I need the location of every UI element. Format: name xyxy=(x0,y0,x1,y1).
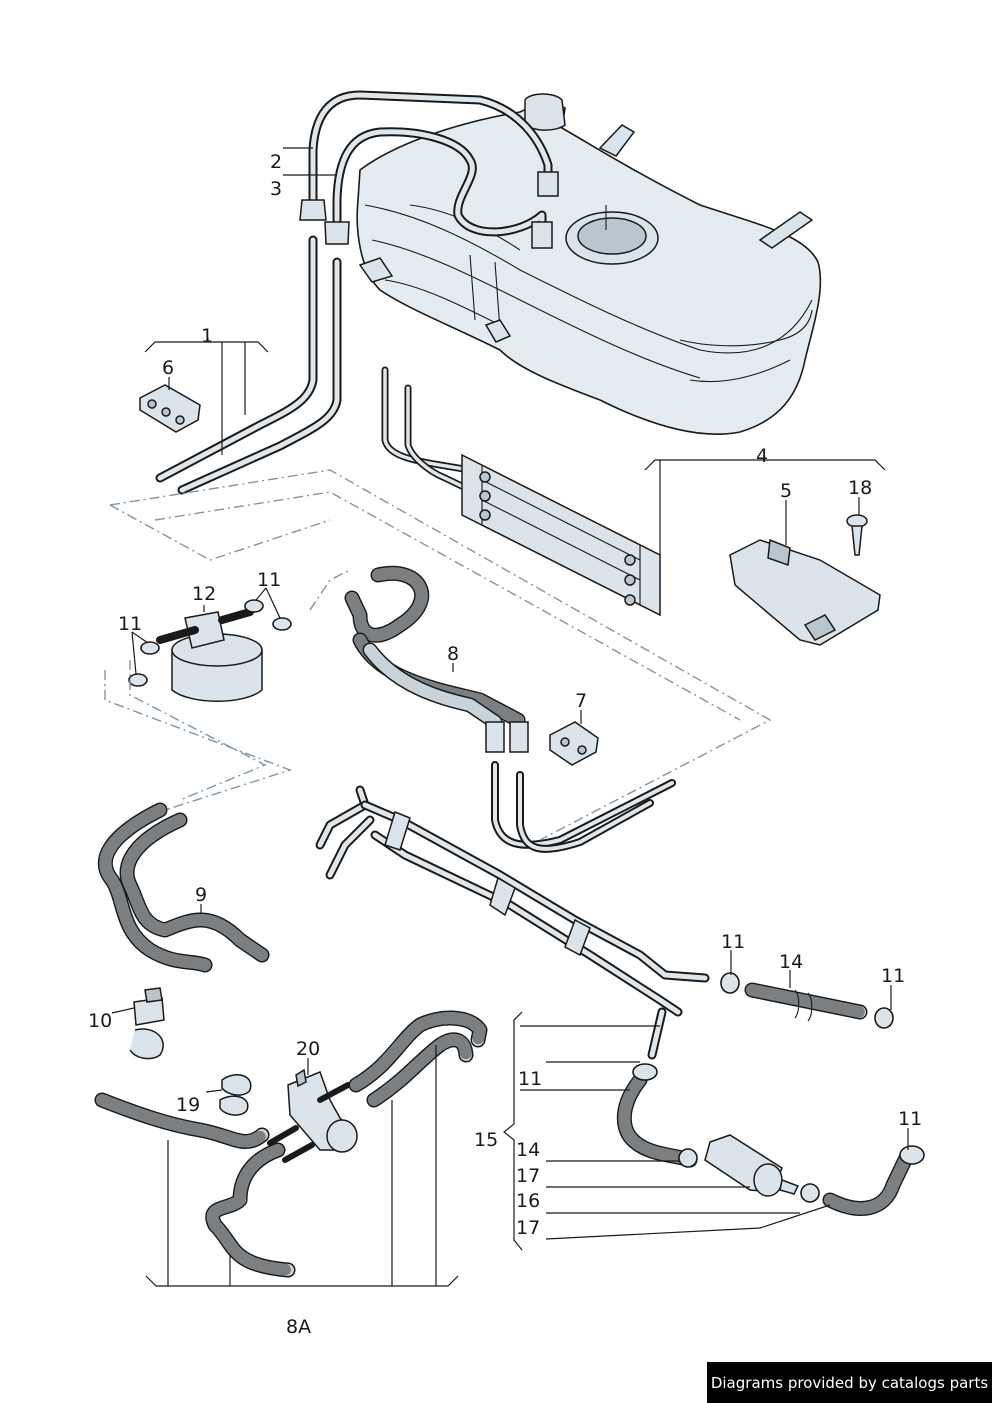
retainer-7 xyxy=(549,721,599,766)
label-1: 1 xyxy=(201,325,213,347)
fuel-cooler-4 xyxy=(381,366,661,617)
clip-10 xyxy=(129,987,165,1060)
label-8: 8 xyxy=(447,643,459,665)
part-labels: 1 2 3 4 5 6 7 8 8A 9 10 11 11 11 11 11 1… xyxy=(88,151,922,1338)
retainer-6 xyxy=(139,384,201,433)
fuel-lines-2-3 xyxy=(155,90,559,495)
label-11-pump: 11 xyxy=(518,1068,542,1090)
label-8a: 8A xyxy=(286,1316,311,1338)
label-16: 16 xyxy=(516,1190,540,1212)
label-11-pipe-right: 11 xyxy=(881,965,905,987)
label-19: 19 xyxy=(176,1094,200,1116)
label-6: 6 xyxy=(162,357,174,379)
label-2: 2 xyxy=(270,151,282,173)
label-14-lower: 14 xyxy=(516,1139,540,1161)
hose-14-upper xyxy=(720,972,894,1029)
label-11-pipe-left: 11 xyxy=(721,931,745,953)
label-15: 15 xyxy=(474,1129,498,1151)
label-11-right: 11 xyxy=(898,1108,922,1130)
fuel-tank xyxy=(356,93,822,435)
screw-18 xyxy=(846,514,868,556)
label-14-upper: 14 xyxy=(779,951,803,973)
label-10: 10 xyxy=(88,1010,112,1032)
pump-16 xyxy=(616,1063,925,1216)
label-17-lower: 17 xyxy=(516,1217,540,1239)
label-9: 9 xyxy=(195,884,207,906)
label-11-filter-right: 11 xyxy=(257,569,281,591)
hose-9 xyxy=(97,802,270,973)
hoses-8a xyxy=(94,1010,488,1278)
label-3: 3 xyxy=(270,178,282,200)
valve-20 xyxy=(267,1068,358,1163)
fuel-rail-pipes xyxy=(315,785,710,1060)
hose-8 xyxy=(344,565,676,853)
clips-19 xyxy=(219,1074,252,1116)
routing-outline xyxy=(104,469,772,841)
leader-lines xyxy=(111,147,909,1287)
label-20: 20 xyxy=(296,1038,320,1060)
label-4: 4 xyxy=(756,445,768,467)
label-12: 12 xyxy=(192,583,216,605)
credit-banner: Diagrams provided by catalogs parts xyxy=(707,1362,992,1403)
bracket-5 xyxy=(729,538,881,646)
label-17-upper: 17 xyxy=(516,1165,540,1187)
label-7: 7 xyxy=(575,690,587,712)
clamps-11-filter xyxy=(128,599,292,687)
label-11-filter-left: 11 xyxy=(118,613,142,635)
label-5: 5 xyxy=(780,480,792,502)
fuel-filter-12 xyxy=(156,608,263,702)
label-18: 18 xyxy=(848,477,872,499)
